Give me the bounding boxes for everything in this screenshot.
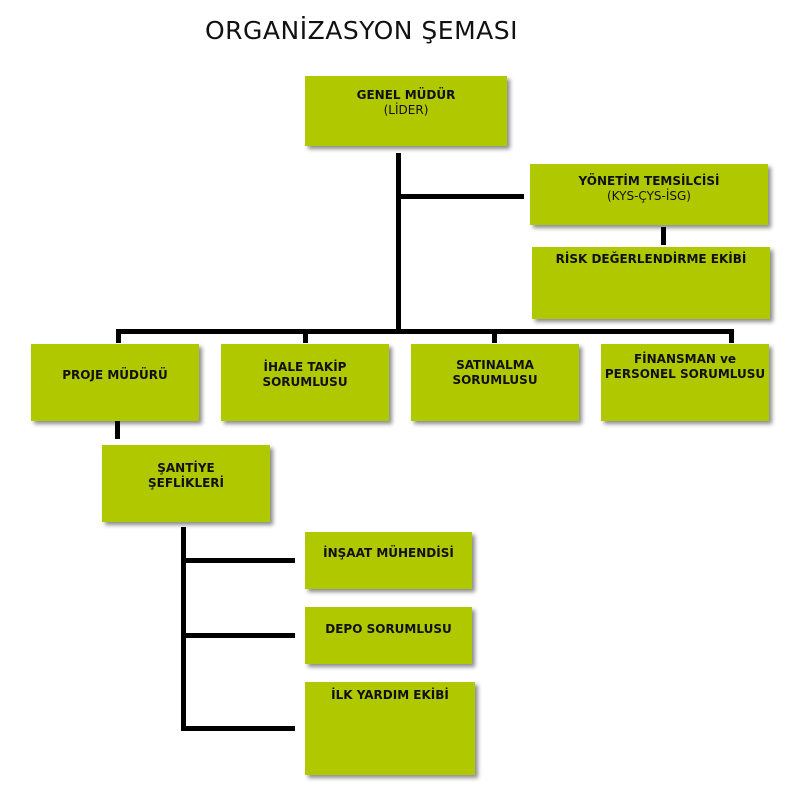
connector-line [116,329,121,343]
node-ilk-yardim: İLK YARDIM EKİBİ [305,682,475,775]
node-depo-sorumlusu: DEPO SORUMLUSU [305,607,472,664]
node-label: DEPO SORUMLUSU [325,622,452,636]
connector-line [116,329,734,334]
node-label-line2: SORUMLUSU [262,375,348,389]
node-label: İNŞAAT MÜHENDİSİ [323,546,454,560]
connector-line [396,153,401,333]
node-yonetim-temsilcisi: YÖNETİM TEMSİLCİSİ (KYS-ÇYS-İSG) [530,164,768,225]
node-label: PROJE MÜDÜRÜ [62,368,168,382]
connector-line [661,227,666,245]
node-label-line1: FİNANSMAN ve [633,352,737,366]
node-label-line1: SATINALMA [456,358,534,372]
node-label-line1: ŞANTİYE [157,461,215,475]
node-finansman: FİNANSMAN ve PERSONEL SORUMLUSU [601,344,769,421]
node-proje-muduru: PROJE MÜDÜRÜ [31,344,199,421]
connector-line [396,194,524,199]
node-risk-degerlendirme: RİSK DEĞERLENDİRME EKİBİ [532,247,770,319]
node-satinalma: SATINALMA SORUMLUSU [411,344,579,421]
node-genel-mudur: GENEL MÜDÜR (LİDER) [305,76,507,146]
node-insaat-muhendisi: İNŞAAT MÜHENDİSİ [305,532,472,589]
connector-line [729,329,734,343]
connector-line [115,421,120,439]
connector-line [181,527,186,731]
connector-line [492,329,497,343]
node-sublabel: (LİDER) [383,103,429,117]
node-label: YÖNETİM TEMSİLCİSİ [578,174,720,188]
node-label-line1: İHALE TAKİP [263,360,347,374]
connector-line [303,329,308,343]
connector-line [181,633,295,638]
node-label: GENEL MÜDÜR [356,88,456,102]
node-label-line2: PERSONEL SORUMLUSU [604,367,766,381]
node-label-line2: SORUMLUSU [452,373,538,387]
node-santiye-seflikleri: ŞANTİYE ŞEFLİKLERİ [102,445,270,522]
node-ihale-takip: İHALE TAKİP SORUMLUSU [221,344,389,421]
node-label: RİSK DEĞERLENDİRME EKİBİ [555,252,747,266]
node-sublabel: (KYS-ÇYS-İSG) [607,189,691,203]
connector-line [181,558,295,563]
node-label: İLK YARDIM EKİBİ [331,688,449,702]
connector-line [181,726,295,731]
chart-title: ORGANİZASYON ŞEMASI [205,16,519,45]
node-label-line2: ŞEFLİKLERİ [148,476,224,490]
